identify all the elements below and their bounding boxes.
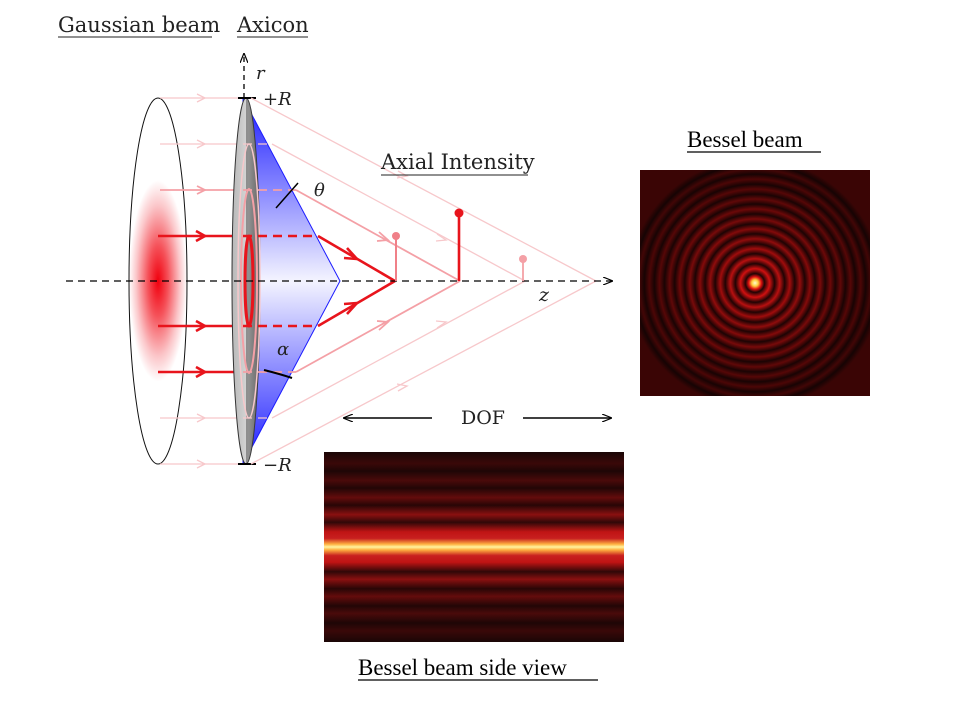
bessel-side-view-label: Bessel beam side view [358,655,567,680]
gaussian-beam-label: Gaussian beam [58,13,220,37]
incoming-rays-faint [160,97,243,465]
bessel-beam-label: Bessel beam [687,127,803,152]
z-axis-label: z [538,284,550,306]
bessel-beam-image [640,170,870,396]
incoming-rays-red [158,229,243,379]
axicon-label: Axicon [236,13,309,37]
dof-label: DOF [461,407,505,429]
refracted-rays-red [317,234,396,328]
rays-inside-axicon [243,143,318,419]
alpha-arc [263,369,293,379]
minus-r-label: −R [263,455,292,476]
bessel-side-view-image [324,452,624,642]
axial-intensity-label: Axial Intensity [380,150,535,174]
axial-intensity-stems [392,208,527,281]
theta-marker [275,182,299,209]
refracted-rays-faint [250,97,597,465]
refracted-rays-pink [295,189,461,373]
r-axis-label: r [256,63,266,84]
theta-label: θ [314,180,325,201]
plus-r-label: +R [263,89,292,110]
alpha-label: α [277,339,289,360]
incoming-ray-arrows-faint [196,93,207,469]
